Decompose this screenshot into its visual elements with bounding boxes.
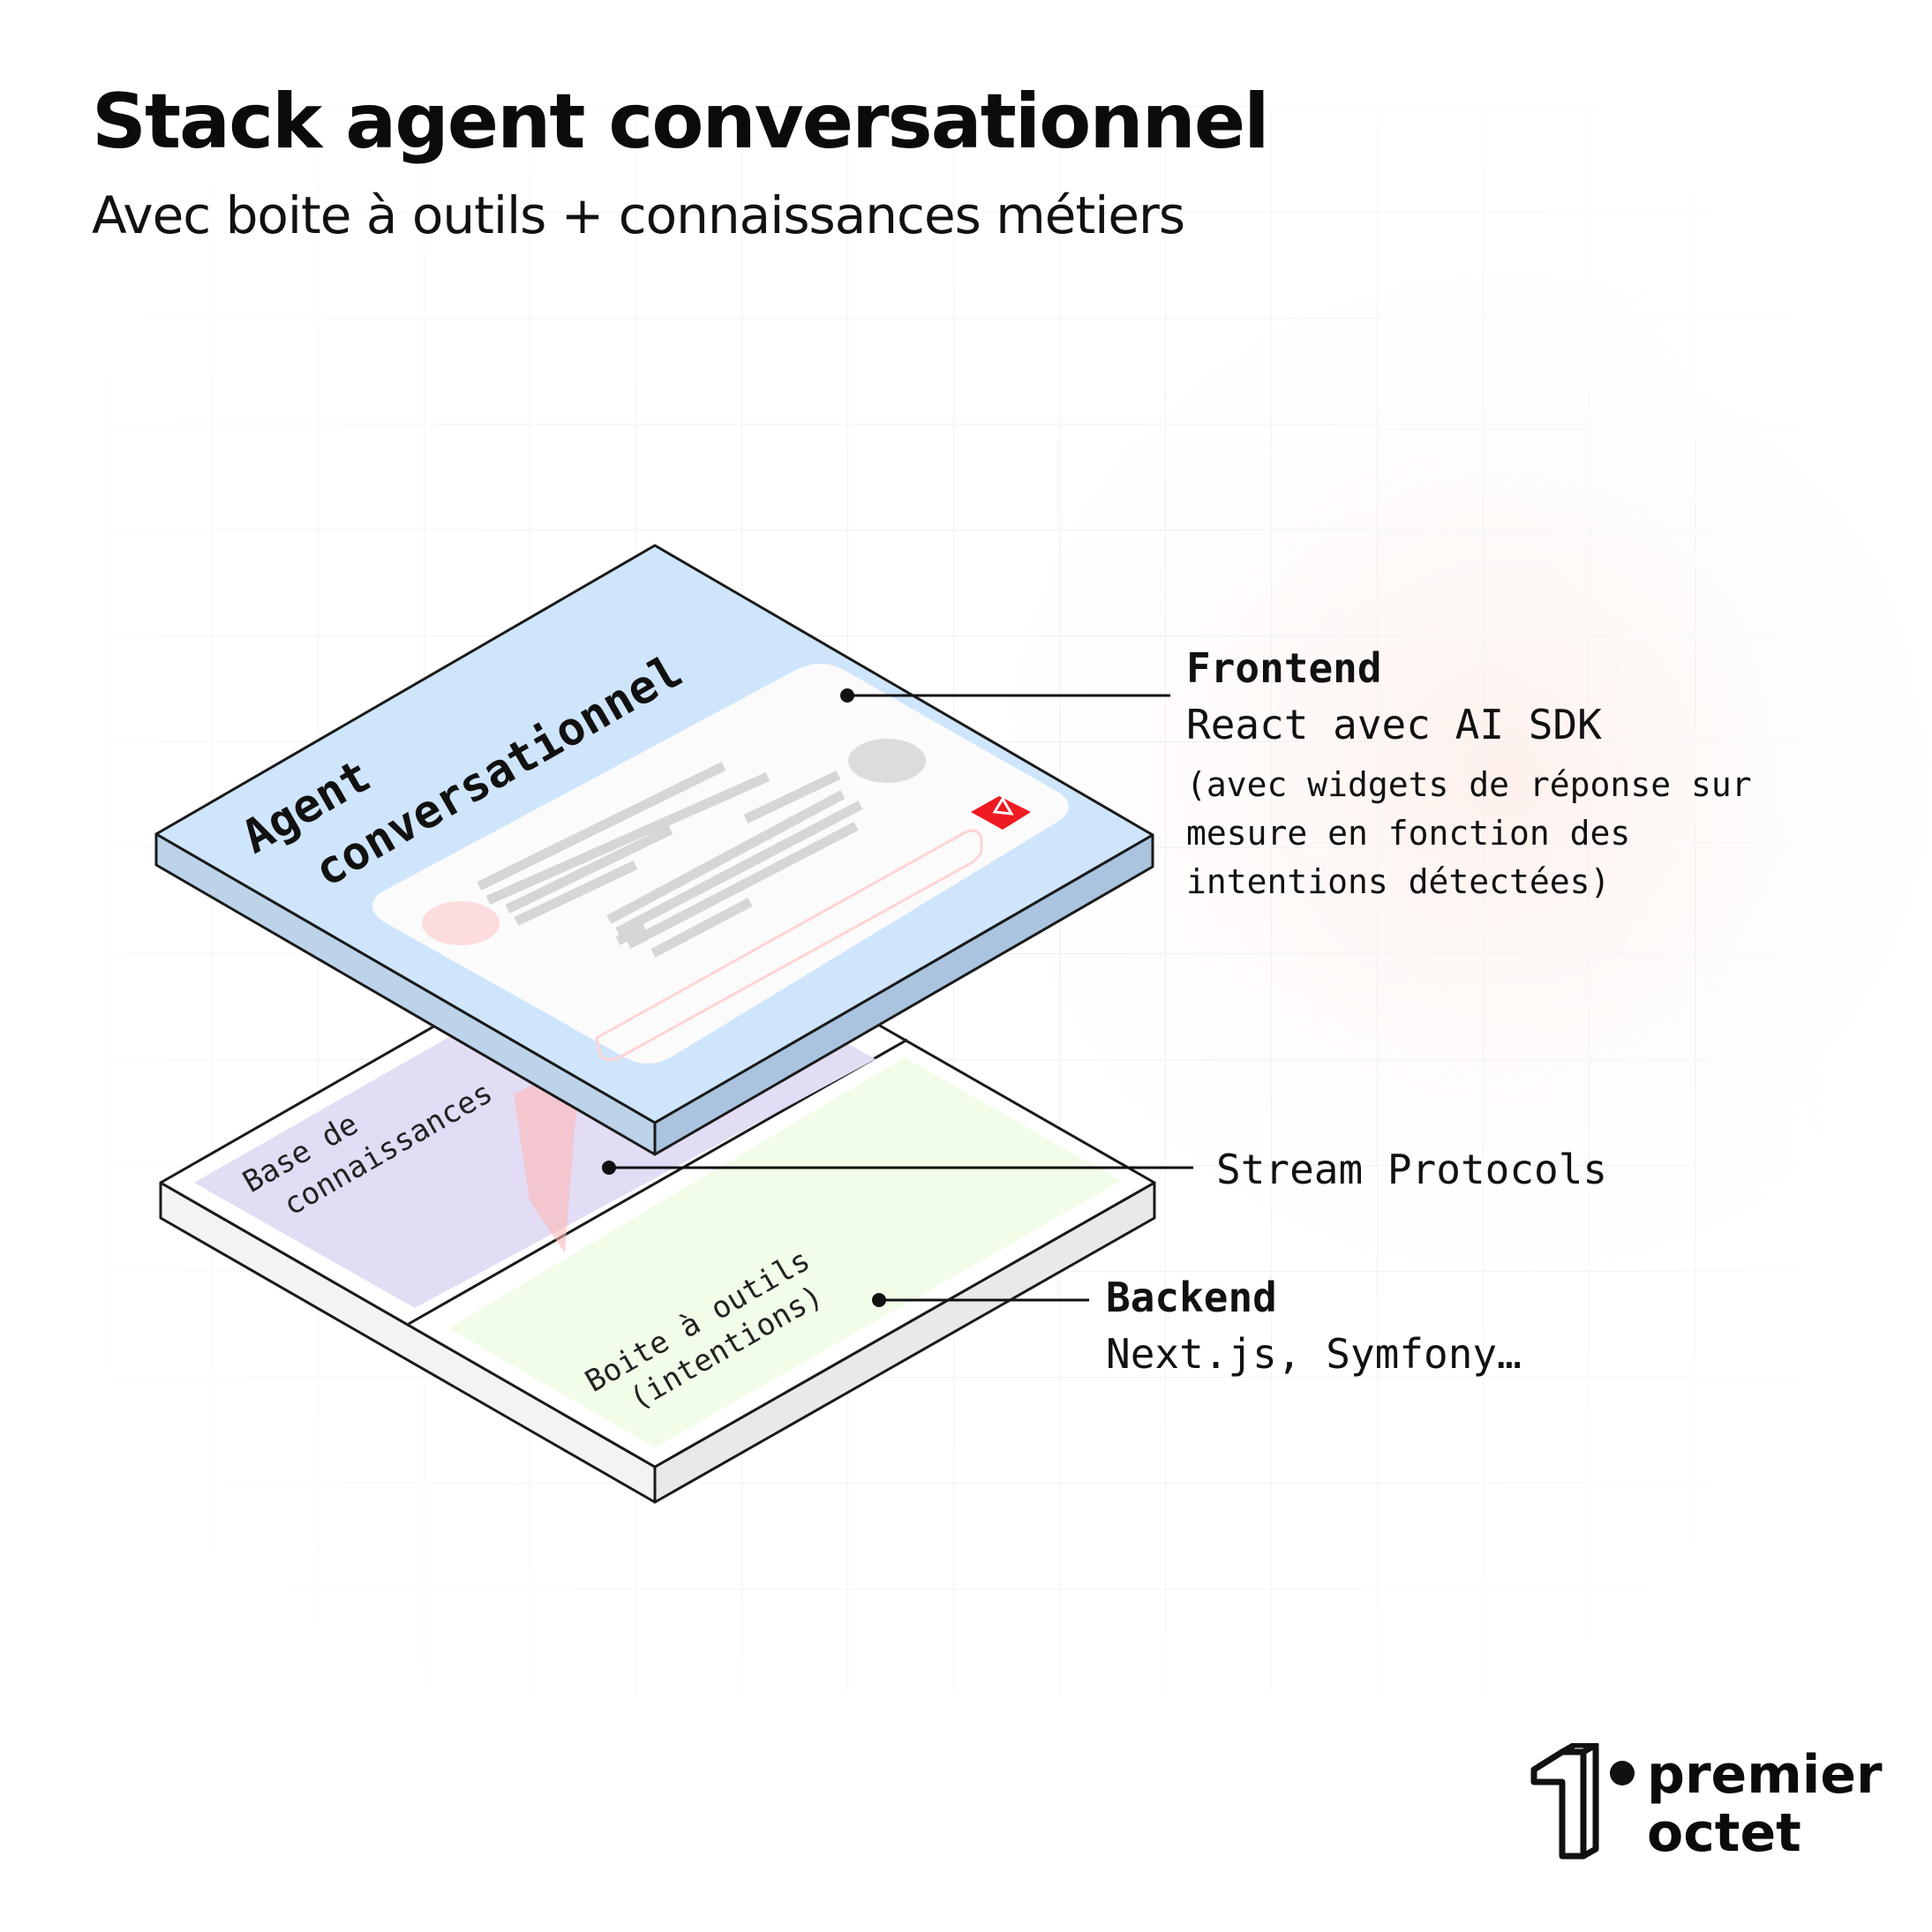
- frontend-layer: Agent conversationnel: [154, 544, 1154, 1156]
- frontend-leader: [840, 688, 1170, 703]
- frontend-heading: Frontend: [1186, 644, 1382, 692]
- logo-line1: premier: [1647, 1744, 1883, 1806]
- stream-leader: [602, 1161, 1193, 1175]
- backend-tech: Next.js, Symfony…: [1106, 1330, 1522, 1378]
- toolbox-area: [448, 1057, 1121, 1447]
- page-subtitle: Avec boite à outils + connaissances méti…: [92, 185, 1185, 245]
- stream-label: Stream Protocols: [1216, 1146, 1608, 1193]
- backend-divider: [408, 1038, 908, 1326]
- message-placeholder-lines: [477, 762, 863, 958]
- alert-triangle-icon: [971, 796, 1031, 830]
- frontend-tech: React avec AI SDK: [1186, 701, 1602, 748]
- message-input-box: [595, 829, 983, 1062]
- backend-heading: Backend: [1106, 1274, 1277, 1321]
- stream-annotation: Stream Protocols: [1216, 1146, 1607, 1193]
- logo-dot: [1610, 1761, 1635, 1785]
- stream-arrow: [514, 1059, 583, 1253]
- frontend-detail: (avec widgets de réponse sur mesure en f…: [1186, 765, 1752, 901]
- premier-octet-logo: [1530, 1743, 1635, 1860]
- logo-line2: octet: [1647, 1802, 1801, 1864]
- backend-annotation: Backend Next.js, Symfony…: [1106, 1274, 1522, 1378]
- user-avatar: [422, 901, 500, 945]
- logo-one-mark: [1530, 1743, 1599, 1860]
- frontend-annotation: Frontend React avec AI SDK (avec widgets…: [1186, 644, 1752, 906]
- page-title: Stack agent conversationnel: [92, 78, 1270, 166]
- logo-wordmark: premier octet: [1647, 1746, 1883, 1862]
- assistant-avatar: [848, 739, 926, 783]
- backend-leader: [872, 1293, 1089, 1307]
